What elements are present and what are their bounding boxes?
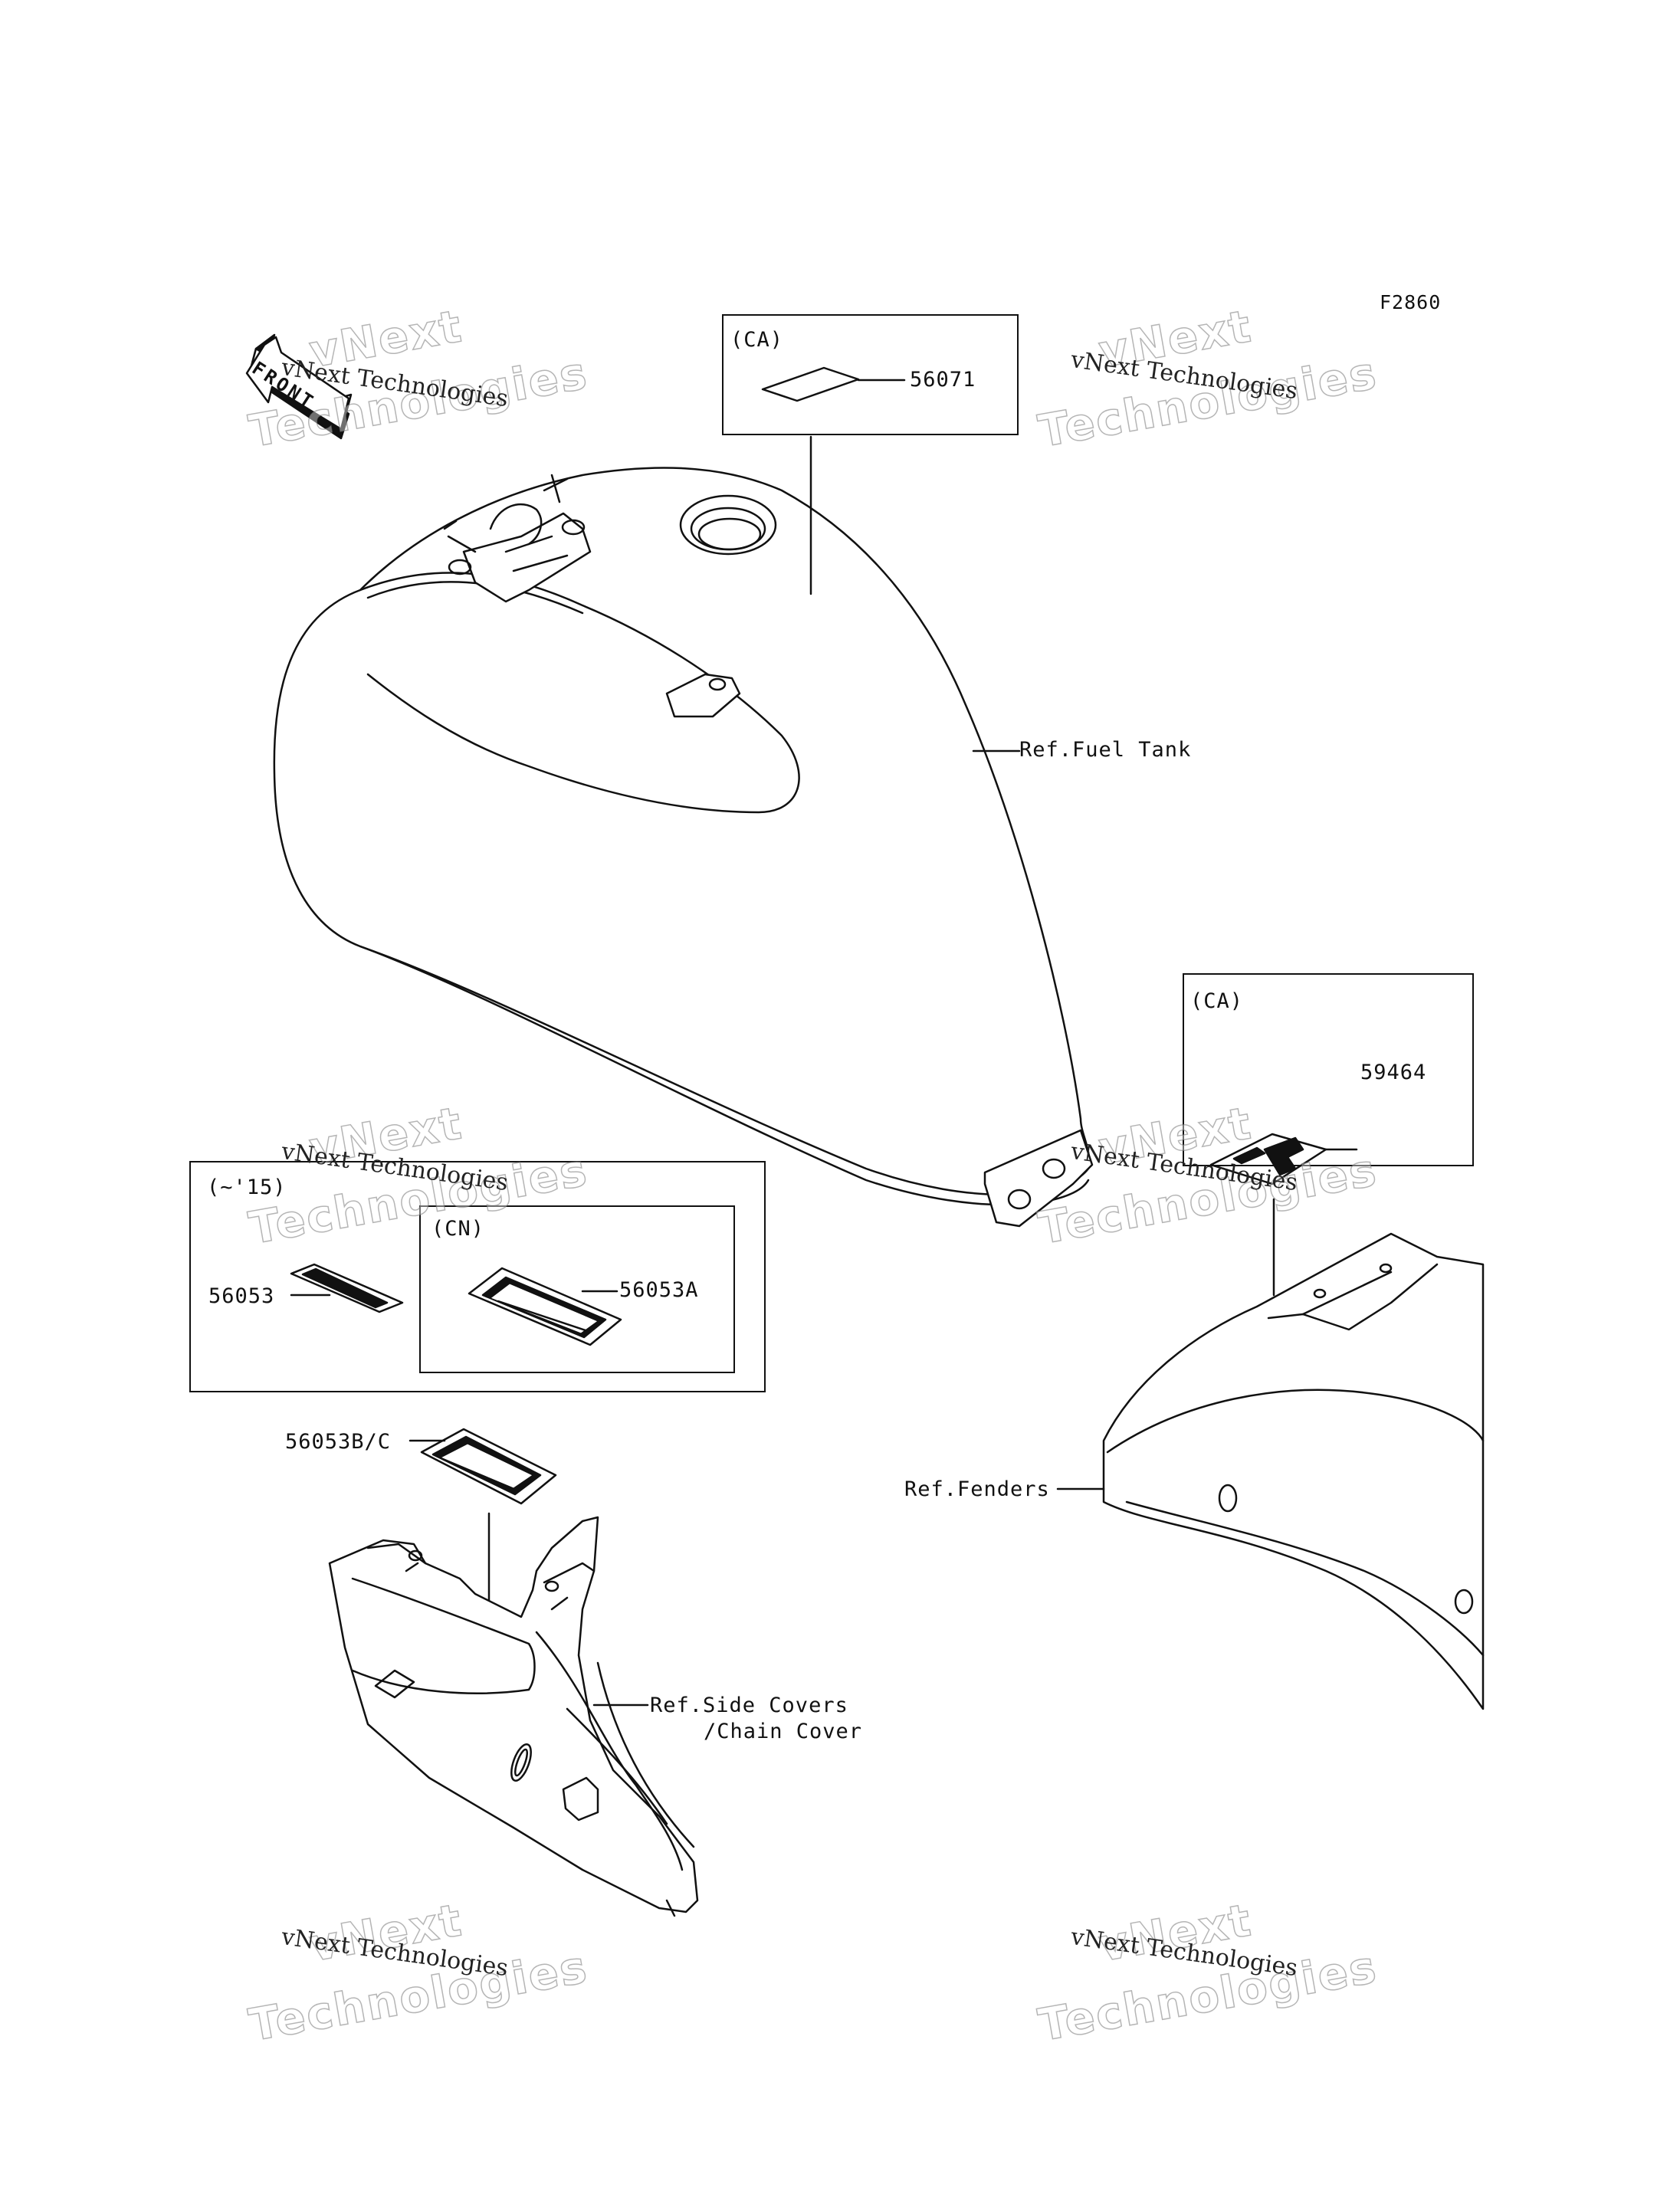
ca-box-right xyxy=(1183,973,1474,1166)
cn-box xyxy=(419,1205,735,1373)
ca-box-top xyxy=(722,314,1019,435)
label-56053BC-shape xyxy=(420,1428,557,1505)
ref-chain-cover: /Chain Cover xyxy=(704,1720,863,1743)
part-56071: 56071 xyxy=(910,368,976,392)
side-cover xyxy=(328,1516,699,1917)
label-56053A-shape xyxy=(468,1267,622,1346)
ref-side-covers: Ref.Side Covers xyxy=(650,1694,848,1717)
part-56053: 56053 xyxy=(208,1284,275,1308)
region-cn: (CN) xyxy=(431,1217,485,1241)
fender xyxy=(1102,1232,1485,1710)
ref-fenders: Ref.Fenders xyxy=(904,1477,1050,1501)
part-56053A: 56053A xyxy=(619,1278,699,1302)
fuel-tank xyxy=(273,467,1094,1228)
ref-fuel-tank: Ref.Fuel Tank xyxy=(1019,738,1192,762)
part-56053BC: 56053B/C xyxy=(285,1430,392,1454)
region-ca-top: (CA) xyxy=(730,328,784,352)
label-56053-shape xyxy=(290,1263,404,1313)
label-59464-shape xyxy=(1209,1133,1358,1185)
figure-code: F2860 xyxy=(1380,291,1442,313)
year-box xyxy=(189,1161,766,1392)
part-59464: 59464 xyxy=(1360,1061,1427,1084)
region-year: (~'15) xyxy=(207,1176,287,1199)
region-ca-right: (CA) xyxy=(1190,989,1244,1013)
front-arrow-icon xyxy=(245,333,353,440)
